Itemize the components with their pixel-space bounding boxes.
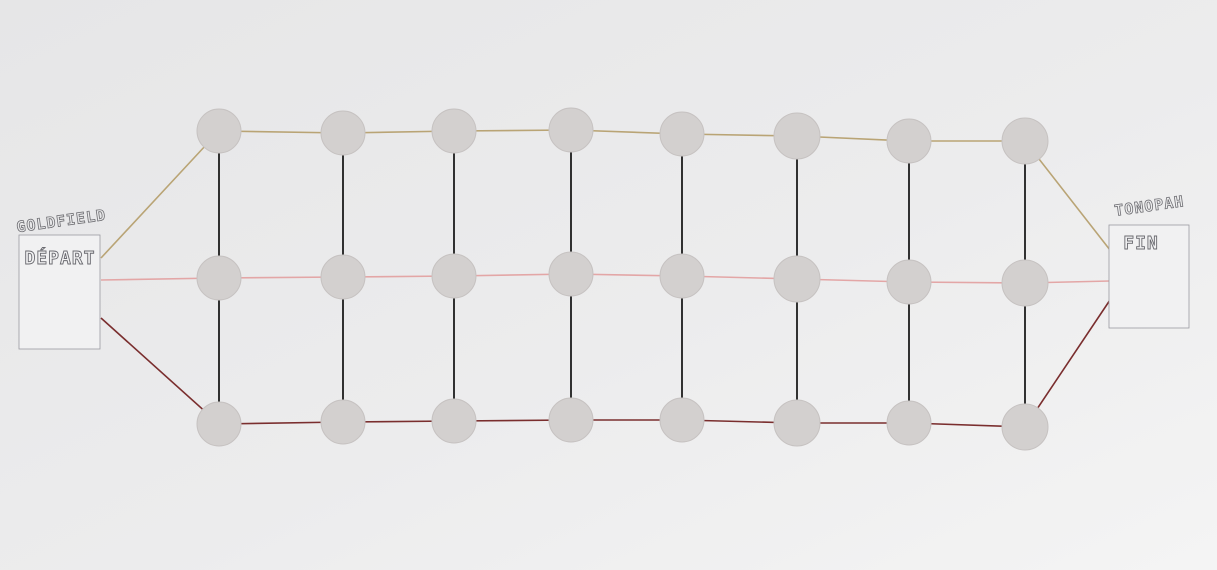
route-lines — [100, 129, 1111, 428]
board-space-top[interactable] — [659, 111, 705, 157]
board-space-bottom[interactable] — [320, 399, 366, 445]
board-space-middle[interactable] — [886, 259, 932, 305]
board-space-middle[interactable] — [548, 251, 594, 297]
board-space-top[interactable] — [196, 108, 242, 154]
route-line-middle — [100, 273, 1111, 284]
board-space-top[interactable] — [431, 108, 477, 154]
board-space-middle[interactable] — [773, 255, 821, 303]
board-space-middle[interactable] — [431, 253, 477, 299]
board-space-top[interactable] — [320, 110, 366, 156]
start-box — [18, 234, 101, 350]
board-space-top[interactable] — [1001, 117, 1049, 165]
start-label: DÉPART — [24, 247, 95, 269]
board-space-top[interactable] — [773, 112, 821, 160]
board-space-bottom[interactable] — [196, 401, 242, 447]
route-line-bottom — [100, 299, 1111, 428]
board-space-bottom[interactable] — [1001, 403, 1049, 451]
board-space-bottom[interactable] — [548, 397, 594, 443]
board-spaces — [196, 107, 1049, 451]
route-line-top — [100, 129, 1111, 259]
board-space-top[interactable] — [548, 107, 594, 153]
board-space-middle[interactable] — [1001, 259, 1049, 307]
end-station: TONOPAH FIN — [1108, 192, 1190, 329]
end-label: FIN — [1123, 233, 1159, 254]
board-space-middle[interactable] — [196, 255, 242, 301]
board-space-top[interactable] — [886, 118, 932, 164]
board-space-bottom[interactable] — [886, 400, 932, 446]
end-box — [1108, 224, 1190, 329]
board-space-bottom[interactable] — [431, 398, 477, 444]
board-space-middle[interactable] — [320, 254, 366, 300]
board-space-bottom[interactable] — [773, 399, 821, 447]
board-space-bottom[interactable] — [659, 397, 705, 443]
board-space-middle[interactable] — [659, 253, 705, 299]
